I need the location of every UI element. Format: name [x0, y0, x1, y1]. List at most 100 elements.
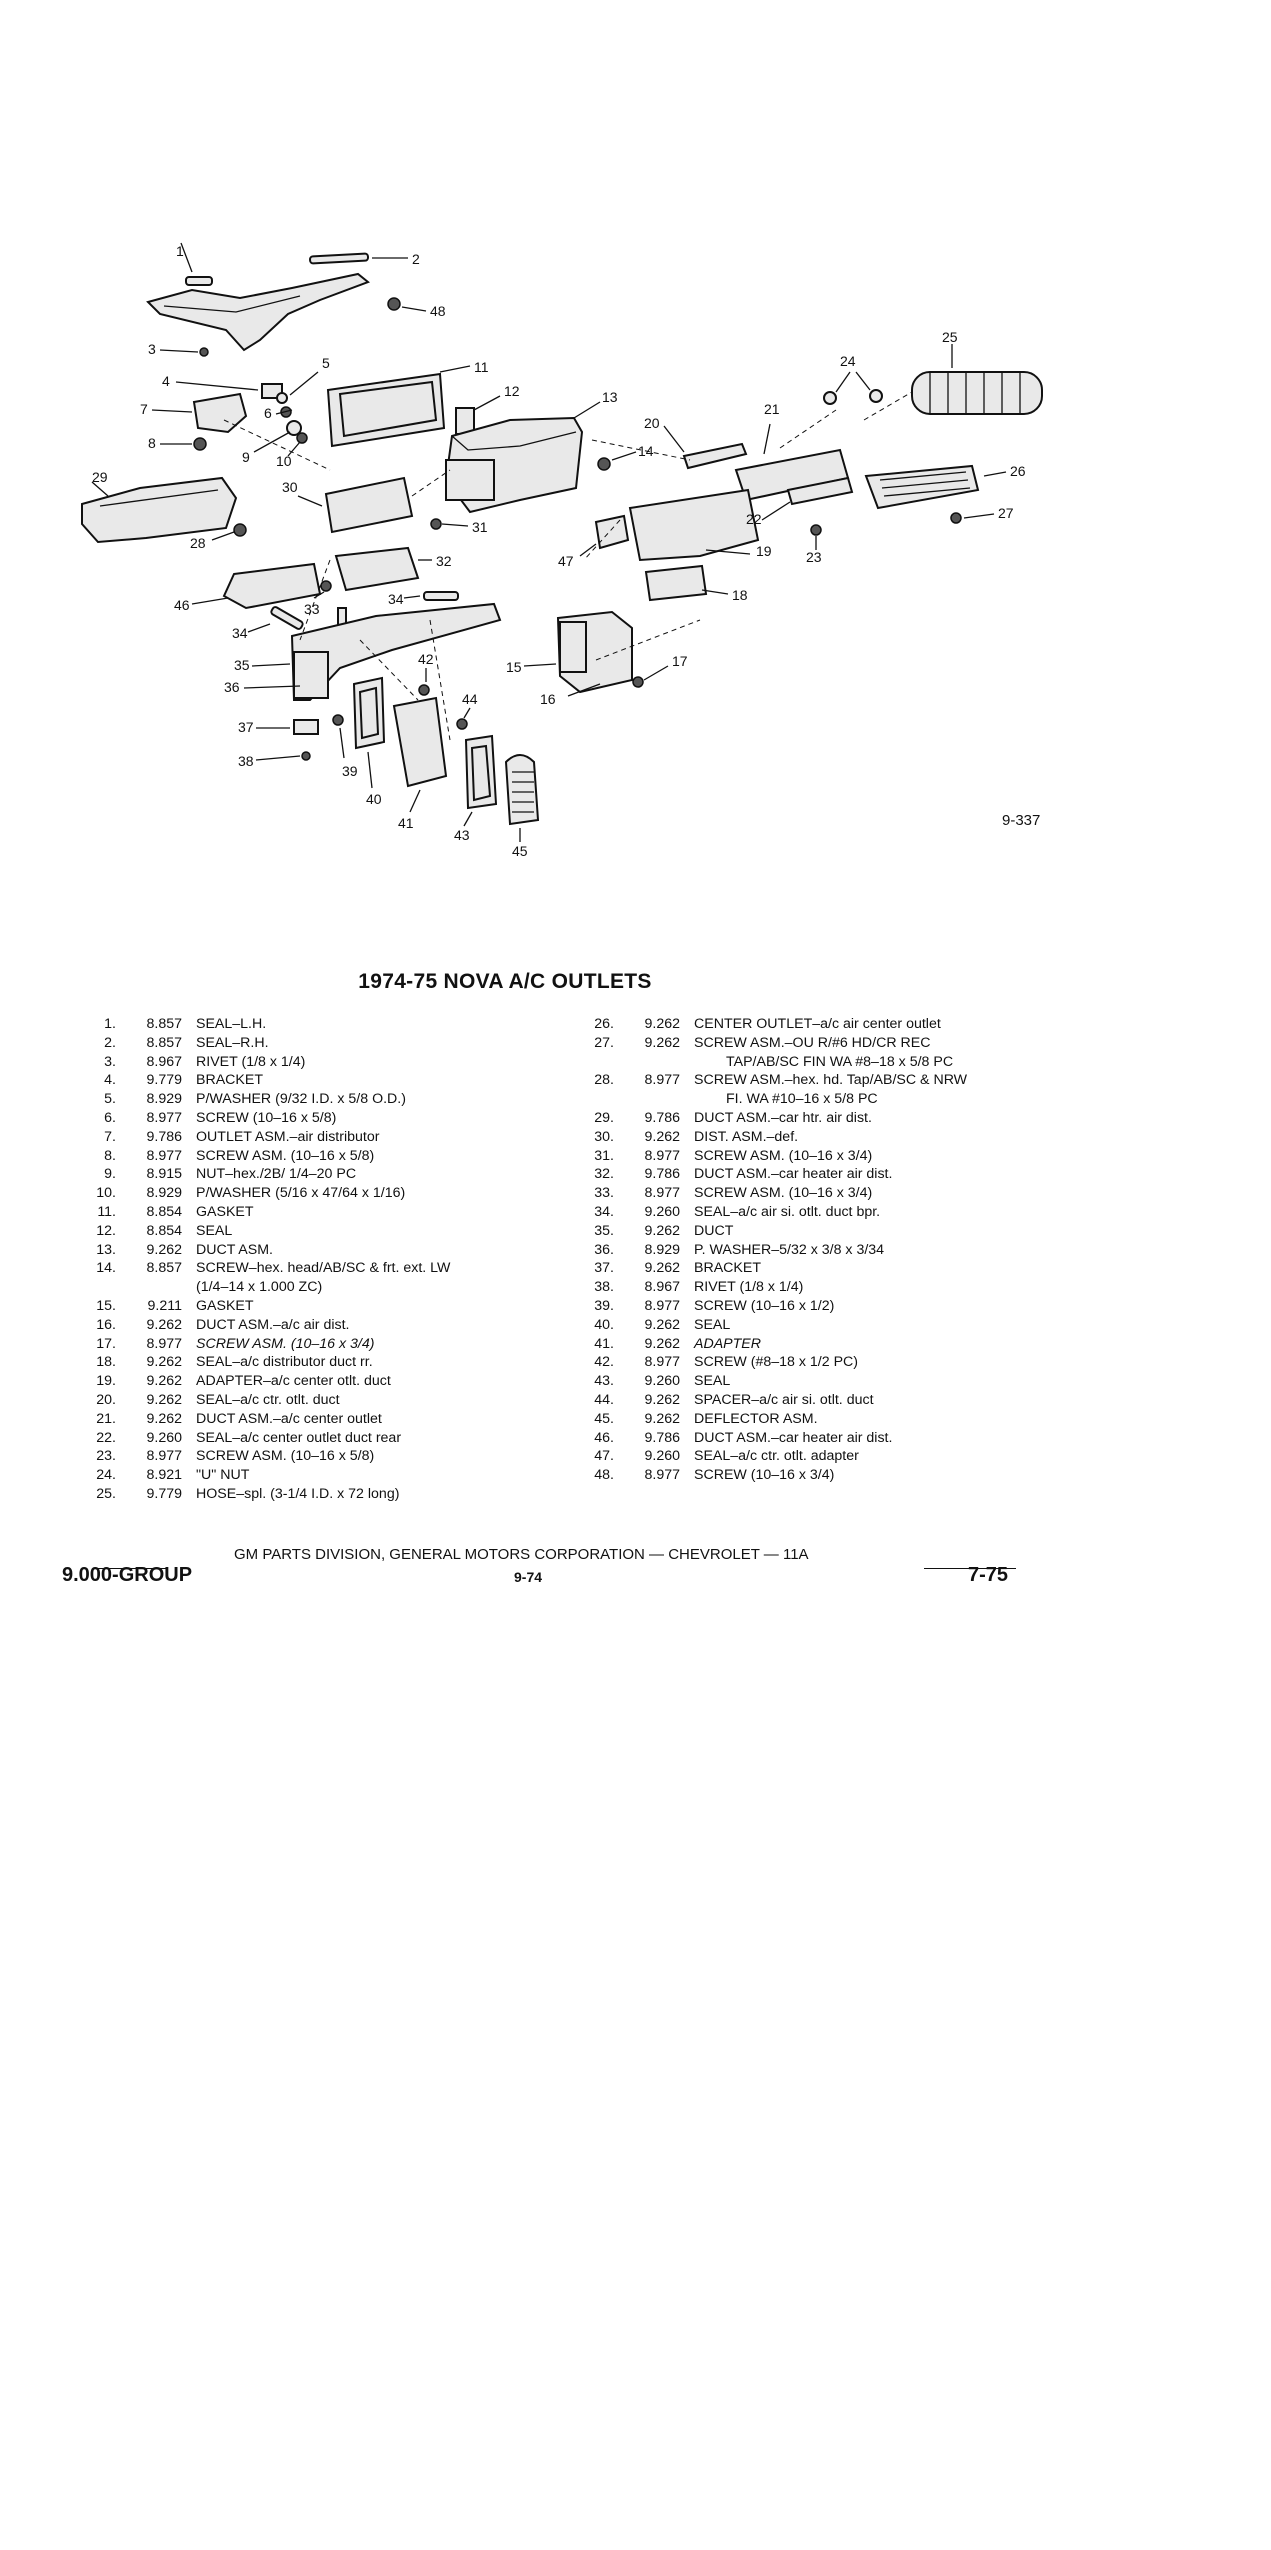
part-number: 15. [96, 1297, 116, 1314]
part-group-code: 9.779 [146, 1485, 182, 1502]
part-description: SPACER–a/c air si. otlt. duct [694, 1391, 874, 1408]
part-description: P. WASHER–5/32 x 3/8 x 3/34 [694, 1241, 885, 1258]
part-group-code: 8.857 [146, 1034, 182, 1051]
part-description: SCREW ASM. (10–16 x 3/4) [694, 1147, 873, 1164]
part-number: 39. [594, 1297, 614, 1314]
parts-list-row: 27. 9.262 SCREW ASM.–OU R/#6 HD/CR REC [580, 1034, 1050, 1053]
part-group-code: 9.786 [644, 1166, 680, 1183]
part-description: SCREW ASM.–OU R/#6 HD/CR REC [694, 1034, 931, 1051]
part-heater-duct-32 [334, 546, 432, 592]
part-number: 32. [594, 1166, 614, 1183]
part-group-code: 9.262 [644, 1316, 680, 1333]
part-seal-43 [463, 734, 498, 827]
part-number: 19. [96, 1373, 116, 1390]
part-description: GASKET [196, 1203, 254, 1220]
part-group-code: 9.786 [644, 1429, 680, 1446]
callout-labels: 1 2 3 4 5 6 7 8 9 10 11 12 13 14 15 16 1… [92, 243, 1026, 859]
part-description: OUTLET ASM.–air distributor [196, 1128, 380, 1145]
part-description: SEAL–a/c distributor duct rr. [196, 1354, 373, 1371]
part-screw-14 [597, 451, 637, 471]
part-group-code: 8.977 [644, 1072, 680, 1089]
part-group-code: 8.967 [644, 1279, 680, 1296]
callout-44: 44 [462, 691, 478, 707]
footer-date: 7-75 [968, 1564, 1009, 1586]
part-description: DUCT ASM.–a/c air dist. [196, 1316, 350, 1333]
part-u-nut-24 [823, 371, 883, 405]
part-description: SCREW ASM. (10–16 x 3/4) [694, 1185, 873, 1202]
part-bracket-37 [256, 719, 319, 735]
part-group-code: 9.262 [644, 1222, 680, 1239]
callout-12: 12 [504, 383, 520, 399]
part-number: 40. [594, 1316, 614, 1333]
part-description: SCREW (10–16 x 5/8) [196, 1109, 337, 1126]
part-screw-48 [387, 297, 427, 312]
part-number: 4. [104, 1072, 116, 1089]
part-number: 14. [96, 1260, 116, 1277]
footer-rule-left [96, 1568, 166, 1569]
part-group-code: 9.260 [644, 1448, 680, 1465]
part-group-code: 9.262 [146, 1241, 182, 1258]
part-rivet-3 [159, 347, 209, 357]
part-group-code: 9.262 [644, 1128, 680, 1145]
callout-30: 30 [282, 479, 298, 495]
part-description: SCREW ASM. (10–16 x 5/8) [196, 1147, 375, 1164]
part-seal-lh [180, 242, 213, 286]
callout-27: 27 [998, 505, 1014, 521]
callout-37: 37 [238, 719, 254, 735]
part-description: SEAL–a/c ctr. otlt. adapter [694, 1448, 859, 1465]
footer-group: 9.000-GROUP [62, 1564, 193, 1586]
part-duct-35 [243, 602, 502, 701]
part-description: RIVET (1/8 x 1/4) [694, 1279, 804, 1296]
part-number: 25. [96, 1485, 116, 1502]
callout-42: 42 [418, 651, 434, 667]
part-number: 9. [104, 1166, 116, 1183]
part-group-code: 8.929 [644, 1241, 680, 1258]
part-description: P/WASHER (5/16 x 47/64 x 1/16) [196, 1185, 406, 1202]
callout-21: 21 [764, 401, 780, 417]
callout-18: 18 [732, 587, 748, 603]
part-description: "U" NUT [196, 1467, 250, 1484]
part-screw-42 [418, 668, 430, 696]
part-number: 8. [104, 1147, 116, 1164]
callout-43: 43 [454, 827, 470, 843]
part-number: 26. [594, 1016, 614, 1032]
figure-number: 9-337 [1002, 812, 1041, 829]
part-description: BRACKET [196, 1072, 264, 1089]
part-deflector-45 [504, 754, 540, 842]
part-number: 20. [96, 1391, 116, 1408]
part-description-continued: TAP/AB/SC FIN WA #8–18 x 5/8 PC [726, 1053, 954, 1070]
part-number: 37. [594, 1260, 614, 1277]
callout-31: 31 [472, 519, 488, 535]
part-number: 12. [96, 1222, 116, 1239]
part-seal-rh [309, 252, 408, 265]
part-seal-47 [579, 514, 630, 557]
part-number: 27. [594, 1034, 614, 1051]
callout-5: 5 [322, 355, 330, 371]
callout-34b: 34 [232, 625, 248, 641]
part-description: DUCT ASM.–car htr. air dist. [694, 1109, 872, 1126]
part-group-code: 9.262 [146, 1410, 182, 1427]
part-group-code: 8.857 [146, 1016, 182, 1032]
callout-39: 39 [342, 763, 358, 779]
part-description: DUCT ASM. [196, 1241, 273, 1258]
part-number: 31. [594, 1147, 614, 1164]
part-number: 24. [96, 1467, 116, 1484]
part-group-code: 9.262 [644, 1034, 680, 1051]
part-group-code: 8.977 [644, 1185, 680, 1202]
part-number: 11. [97, 1203, 116, 1220]
